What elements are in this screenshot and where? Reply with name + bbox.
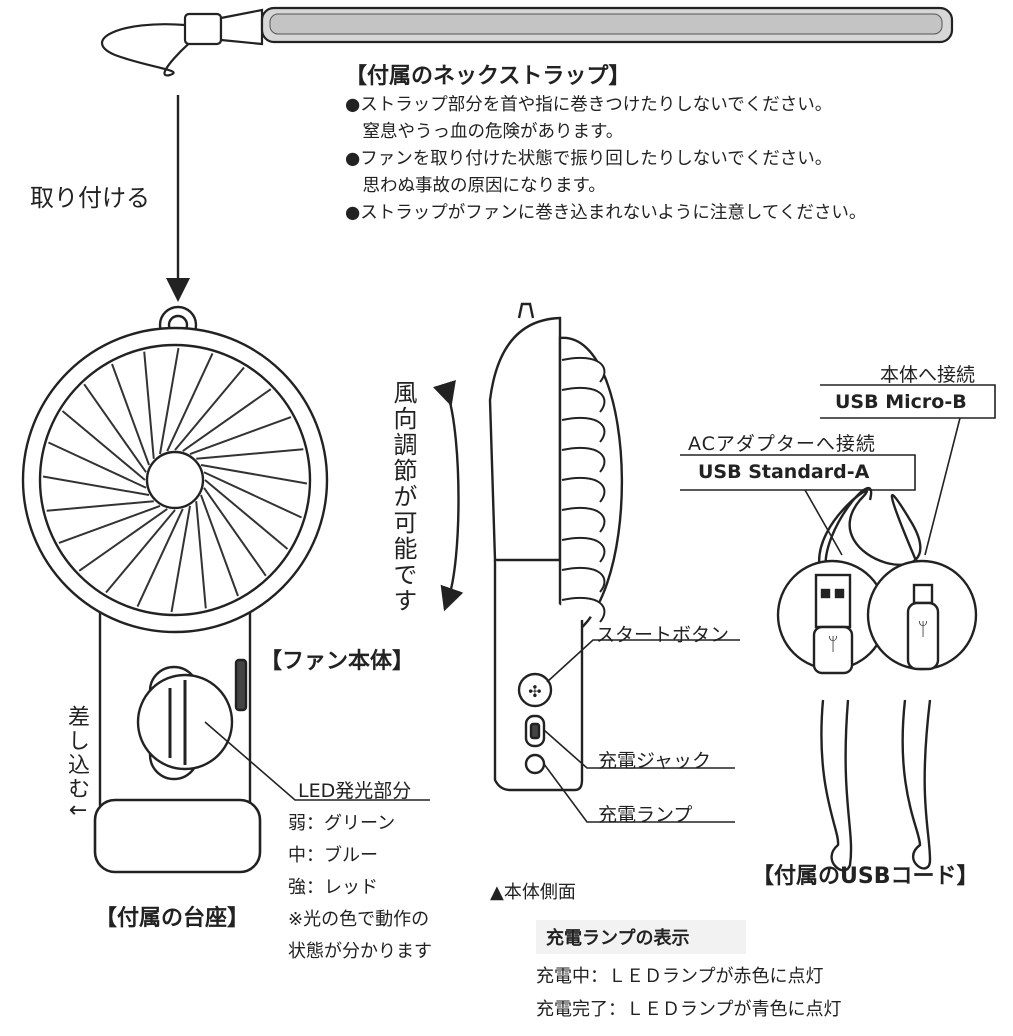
direction-arrow bbox=[432, 379, 464, 612]
fan-blade bbox=[203, 487, 267, 577]
fan-blade bbox=[61, 410, 146, 481]
led-heading: LED発光部分 bbox=[298, 780, 412, 802]
guard-rib bbox=[561, 536, 606, 563]
fan-blade bbox=[48, 441, 147, 489]
fan-blade bbox=[195, 501, 207, 609]
usb-cord: ᛘ ᛘ bbox=[776, 486, 978, 872]
svg-text:ᛘ: ᛘ bbox=[918, 619, 929, 640]
fan-blade bbox=[203, 471, 302, 519]
led-line: 状態が分かります bbox=[288, 941, 432, 962]
fan-blade bbox=[200, 494, 239, 597]
fan-blade bbox=[170, 505, 191, 613]
side-caption: ▲本体側面 bbox=[490, 882, 576, 903]
fan-blade bbox=[105, 509, 176, 594]
strap-note: ●ストラップ部分を首や指に巻きつけたりしないでください。 bbox=[345, 95, 833, 115]
usb-brackets bbox=[680, 384, 996, 556]
base-title: 【付属の台座】 bbox=[95, 906, 250, 931]
fan-blade bbox=[83, 383, 147, 473]
fan-blade bbox=[42, 475, 150, 496]
charge-lamp-label: 充電ランプ bbox=[598, 804, 693, 826]
fan-blade bbox=[204, 479, 289, 550]
strap-note: ●ストラップがファンに巻き込まれないように注意してください。 bbox=[345, 203, 867, 223]
usb-micro-b: USB Micro-B bbox=[835, 391, 967, 413]
fan-blade bbox=[200, 464, 308, 485]
usb-ac-connect: ACアダプターへ接続 bbox=[688, 433, 876, 455]
fan-blade bbox=[159, 347, 180, 455]
usb-standard-a: USB Standard-A bbox=[698, 461, 870, 483]
fan-blade bbox=[58, 505, 161, 544]
neck-strap bbox=[101, 6, 954, 77]
attach-label: 取り付ける bbox=[30, 184, 150, 212]
led-line: ※光の色で動作の bbox=[288, 909, 430, 930]
charge-jack-label: 充電ジャック bbox=[598, 750, 712, 772]
lamp-table-heading: 充電ランプの表示 bbox=[536, 920, 746, 954]
fan-blade bbox=[196, 448, 304, 460]
usb-title: 【付属のUSBコード】 bbox=[752, 864, 979, 889]
guard-rib bbox=[561, 596, 606, 623]
fan-blade bbox=[182, 388, 272, 452]
lamp-table-row: 充電完了：ＬＥＤランプが青色に点灯 bbox=[536, 999, 842, 1020]
strap-note: 思わぬ事故の原因になります。 bbox=[345, 176, 606, 196]
fan-blade bbox=[136, 508, 184, 607]
svg-text:ᛘ: ᛘ bbox=[828, 634, 839, 655]
strap-notes: ●ストラップ部分を首や指に巻きつけたりしないでください。 窒息やうっ血の危険があ… bbox=[345, 92, 866, 227]
fan-blade bbox=[174, 366, 245, 451]
led-line: 強：レッド bbox=[288, 877, 378, 898]
guard-rib bbox=[561, 566, 606, 593]
leader-lines bbox=[204, 639, 740, 823]
svg-text:✣: ✣ bbox=[528, 682, 541, 701]
direction-label: 風向調節が可能です bbox=[389, 380, 417, 614]
guard-rib bbox=[561, 386, 606, 413]
fan-blade bbox=[143, 351, 155, 459]
start-button-label: スタートボタン bbox=[596, 624, 730, 646]
led-line: 弱：グリーン bbox=[288, 813, 396, 834]
led-lines: 弱：グリーン 中：ブルー 強：レッド ※光の色で動作の 状態が分かります bbox=[288, 808, 432, 968]
fan-blade bbox=[111, 363, 150, 466]
led-line: 中：ブルー bbox=[288, 845, 378, 866]
fan-blade bbox=[46, 500, 154, 512]
strap-note: 窒息やうっ血の危険があります。 bbox=[345, 122, 624, 142]
fan-blade bbox=[189, 416, 292, 455]
guard-rib bbox=[561, 506, 606, 533]
guard-rib bbox=[561, 356, 606, 383]
guard-rib bbox=[561, 446, 606, 473]
fan-blade bbox=[166, 353, 214, 452]
strap-title: 【付属のネックストラップ】 bbox=[345, 64, 631, 89]
insert-label: 差し込む↓ bbox=[64, 705, 89, 822]
usb-body-connect: 本体へ接続 bbox=[880, 364, 976, 386]
guard-rib bbox=[561, 476, 606, 503]
fan-side: ✣ bbox=[488, 302, 624, 792]
fan-title: 【ファン本体】 bbox=[260, 649, 415, 674]
guard-rib bbox=[561, 416, 606, 443]
fan-blade bbox=[78, 508, 168, 572]
lamp-table-rows: 充電中：ＬＥＤランプが赤色に点灯 充電完了：ＬＥＤランプが青色に点灯 bbox=[536, 960, 841, 1026]
fan-front bbox=[21, 305, 329, 874]
strap-note: ●ファンを取り付けた状態で振り回したりしないでください。 bbox=[345, 149, 833, 169]
lamp-table-row: 充電中：ＬＥＤランプが赤色に点灯 bbox=[536, 966, 824, 987]
